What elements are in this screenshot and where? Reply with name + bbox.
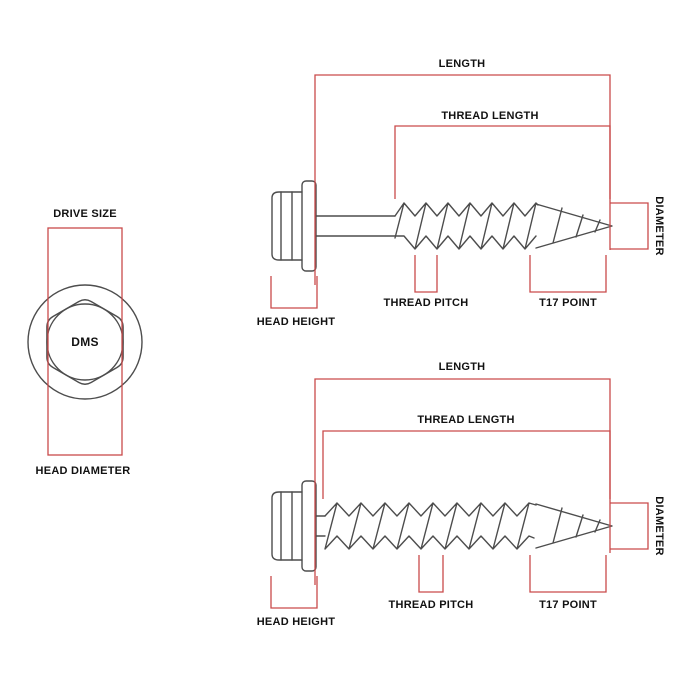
bottom-thread-length-label: THREAD LENGTH bbox=[417, 414, 515, 426]
inner-circle bbox=[46, 303, 124, 381]
hex-outline bbox=[46, 299, 124, 385]
drive-size-label: DRIVE SIZE bbox=[53, 208, 117, 220]
top-t17-point-bracket bbox=[529, 255, 607, 293]
flange-washer bbox=[301, 180, 317, 272]
bottom-thread-pitch-label: THREAD PITCH bbox=[388, 599, 474, 611]
head-diameter-label: HEAD DIAMETER bbox=[35, 465, 131, 477]
bottom-length-label: LENGTH bbox=[438, 361, 486, 373]
bottom-head-height-bracket bbox=[270, 576, 318, 609]
bottom-screw-drawing bbox=[271, 480, 613, 572]
top-thread-length-label: THREAD LENGTH bbox=[441, 110, 539, 122]
top-t17-point-label: T17 POINT bbox=[539, 297, 597, 309]
hex-head-side bbox=[271, 191, 303, 261]
shank bbox=[315, 515, 326, 537]
top-dimensions bbox=[270, 74, 649, 309]
hex-head-facet-lines bbox=[280, 491, 293, 561]
t17-point-tip bbox=[535, 203, 613, 249]
bottom-head-height-label: HEAD HEIGHT bbox=[256, 616, 336, 628]
bottom-diameter-label: DIAMETER bbox=[653, 496, 665, 556]
head-front-view bbox=[27, 284, 143, 400]
bottom-length-bracket bbox=[314, 378, 611, 585]
top-length-bracket bbox=[314, 74, 611, 285]
hex-head-side bbox=[271, 491, 303, 561]
bottom-dimensions bbox=[270, 378, 649, 609]
top-thread-pitch-label: THREAD PITCH bbox=[383, 297, 469, 309]
bottom-t17-point-bracket bbox=[529, 555, 607, 593]
bottom-thread-length-bracket bbox=[322, 430, 611, 499]
t17-point-tip bbox=[535, 503, 613, 549]
bottom-thread-pitch-bracket bbox=[418, 555, 444, 593]
threads bbox=[324, 502, 537, 550]
flange-washer bbox=[301, 480, 317, 572]
top-screw-drawing bbox=[271, 180, 613, 272]
top-diameter-bracket bbox=[610, 202, 649, 250]
top-head-height-bracket bbox=[270, 276, 318, 309]
hex-head-facet-lines bbox=[280, 191, 293, 261]
threads bbox=[394, 202, 539, 250]
top-head-height-label: HEAD HEIGHT bbox=[256, 316, 336, 328]
top-thread-length-bracket bbox=[394, 125, 611, 199]
drive-size-dimension-box bbox=[47, 227, 123, 456]
top-diameter-label: DIAMETER bbox=[653, 196, 665, 256]
flange-outline-circle bbox=[27, 284, 143, 400]
dms-label: DMS bbox=[71, 335, 99, 349]
bottom-diameter-bracket bbox=[610, 502, 649, 550]
top-thread-pitch-bracket bbox=[414, 255, 438, 293]
shank bbox=[315, 215, 396, 237]
top-length-label: LENGTH bbox=[438, 58, 486, 70]
bottom-t17-point-label: T17 POINT bbox=[539, 599, 597, 611]
